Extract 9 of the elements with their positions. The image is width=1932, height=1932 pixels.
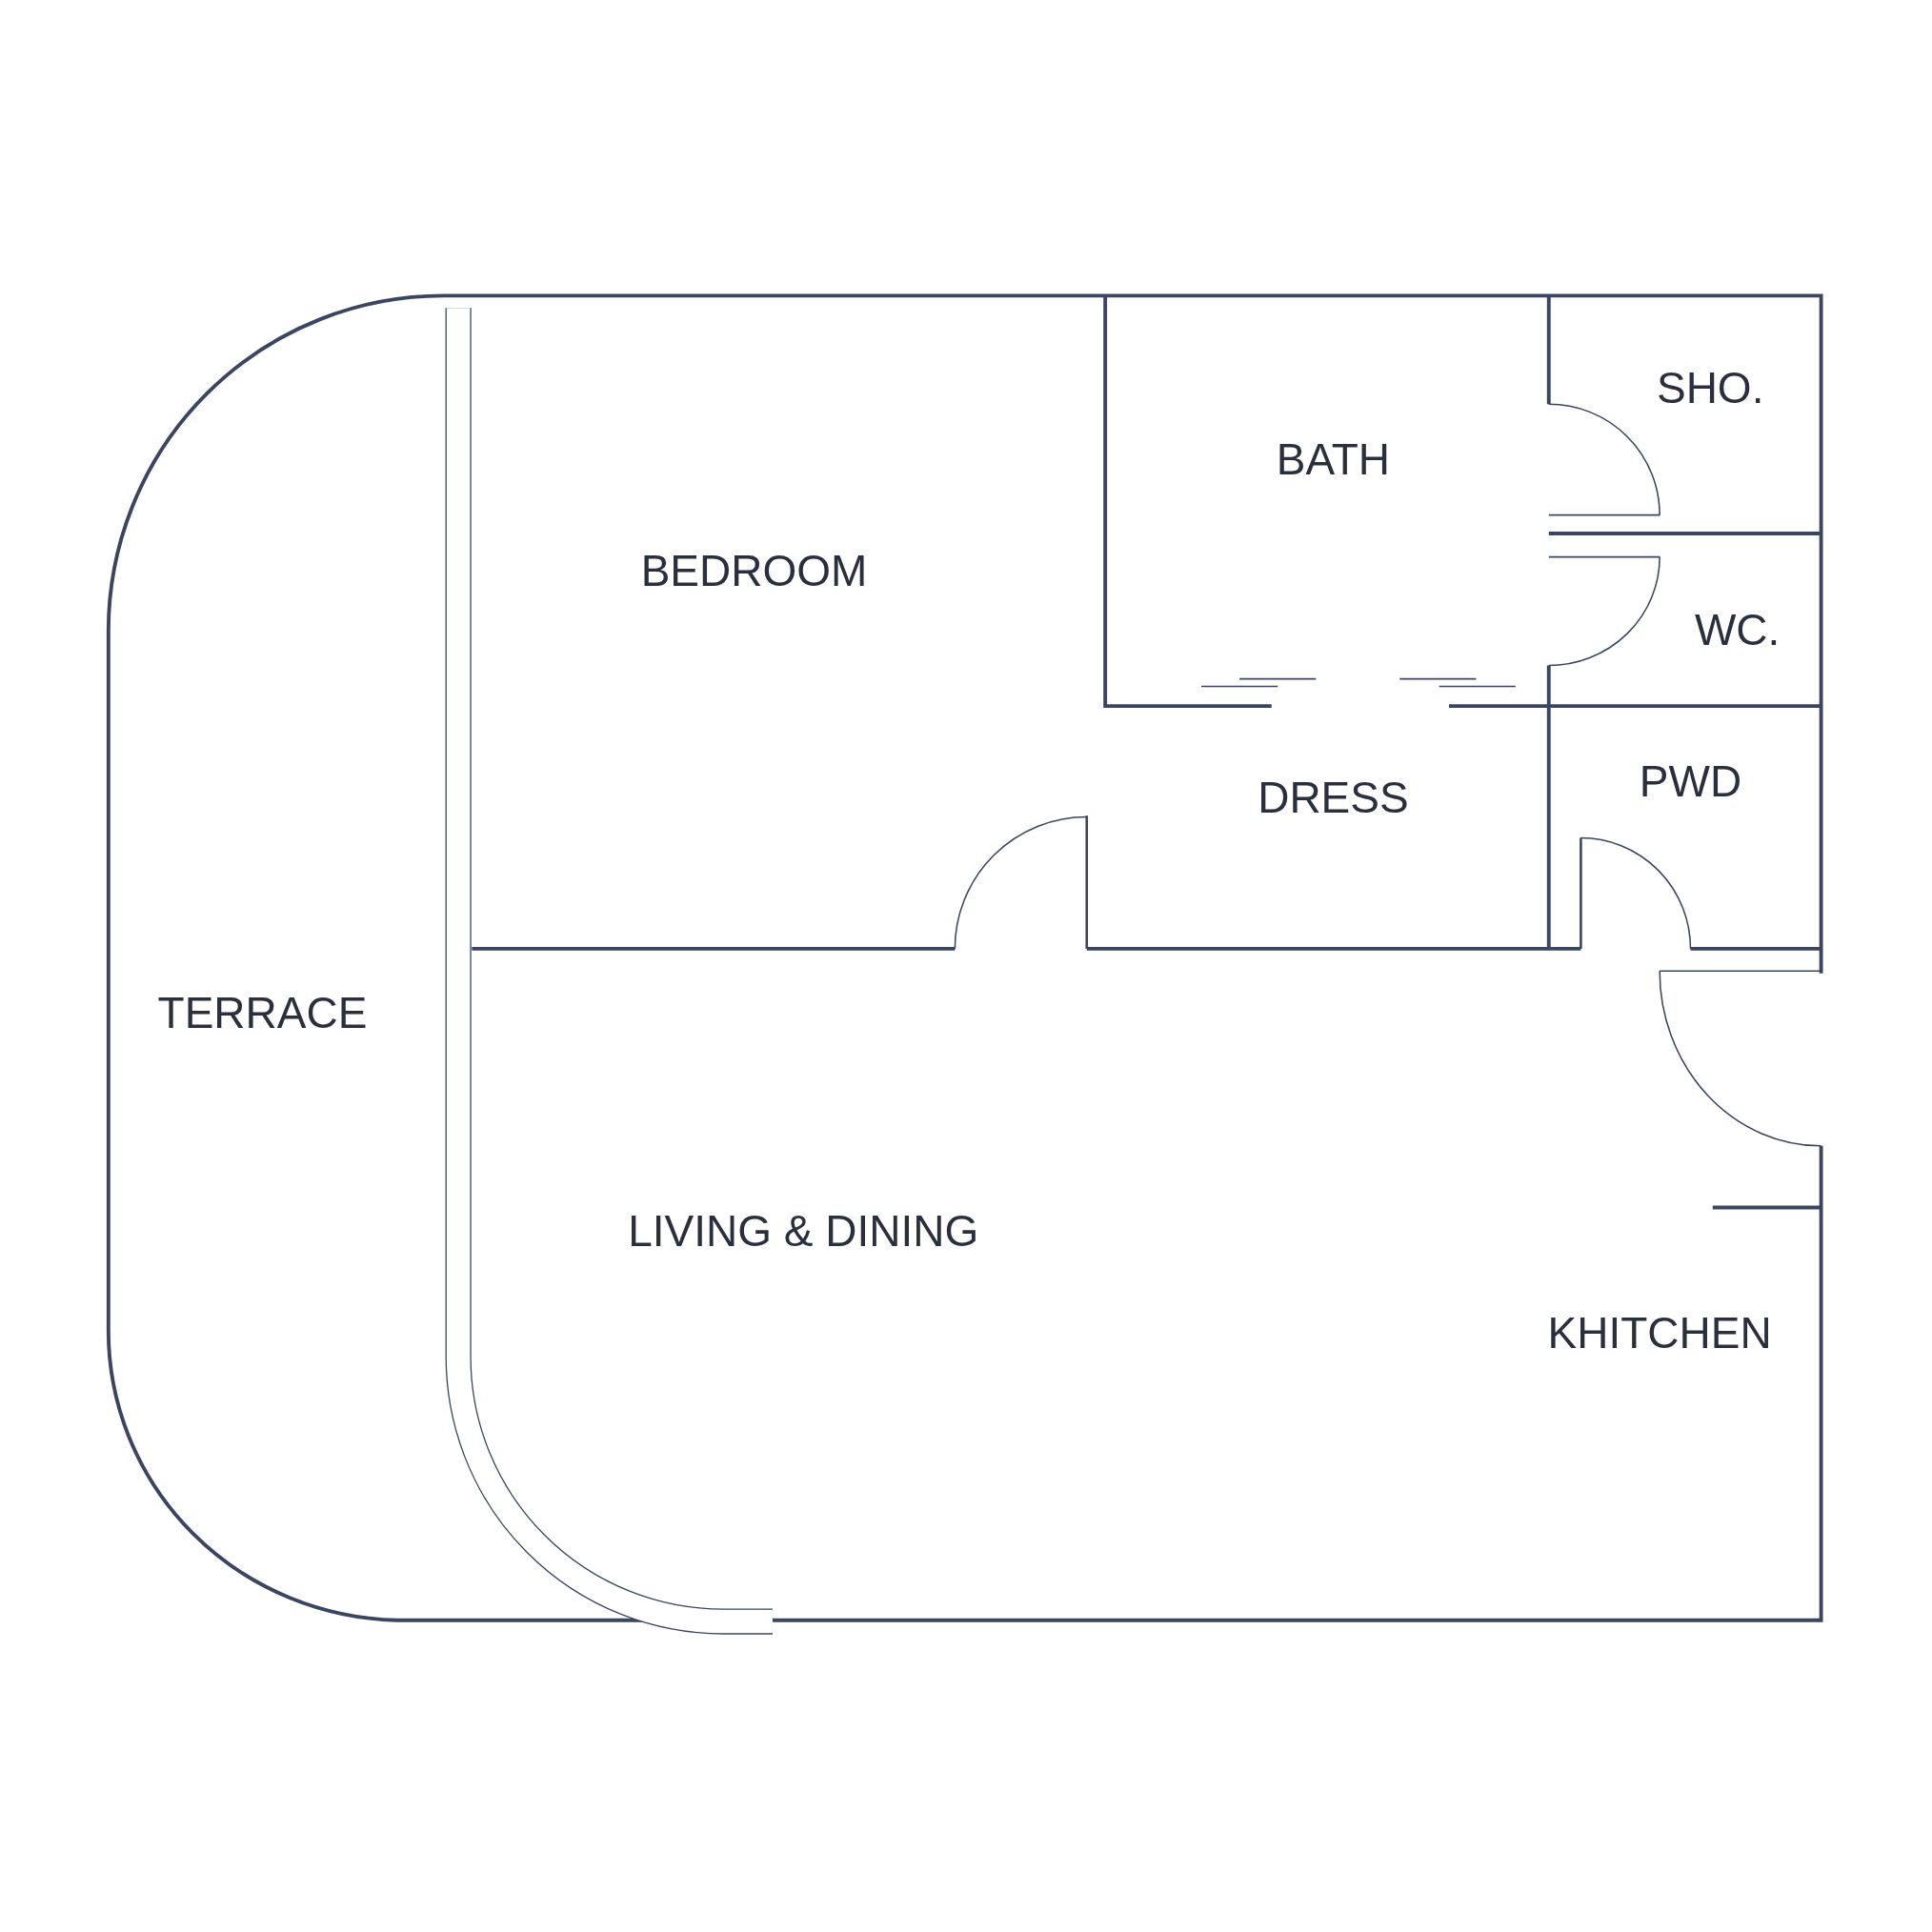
room-label: PWD: [1639, 755, 1742, 807]
room-label: LIVING & DINING: [628, 1205, 979, 1258]
room-label: BATH: [1276, 433, 1391, 486]
room-label: DRESS: [1258, 771, 1409, 823]
room-label: KHITCHEN: [1547, 1307, 1772, 1359]
room-label: BEDROOM: [640, 544, 868, 596]
room-label: TERRACE: [157, 987, 368, 1039]
room-label: WC.: [1694, 603, 1781, 655]
room-label: SHO.: [1656, 362, 1764, 414]
